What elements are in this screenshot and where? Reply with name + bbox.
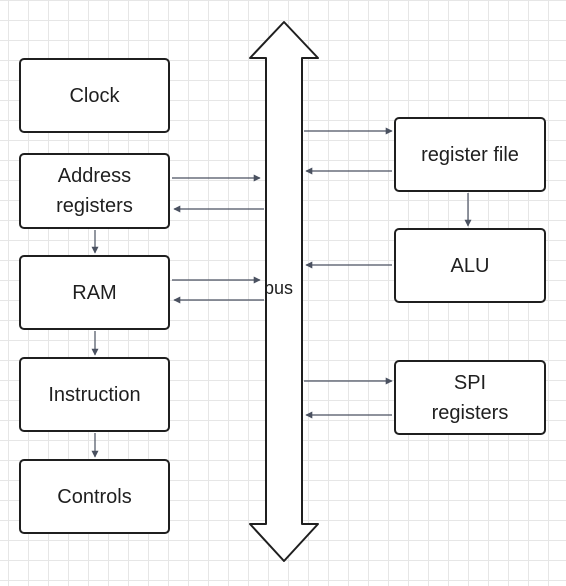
- block-address-registers: Address registers: [19, 153, 170, 229]
- block-register-file-label: register file: [421, 143, 519, 166]
- block-alu-label: ALU: [450, 254, 490, 277]
- bus-label: bus: [264, 278, 294, 298]
- block-instruction: Instruction: [19, 357, 170, 432]
- block-instruction-label: Instruction: [48, 383, 141, 406]
- bus-double-arrow: [249, 21, 319, 562]
- block-controls-label: Controls: [57, 485, 132, 508]
- block-spi-registers-label-line2: registers: [431, 401, 509, 424]
- block-register-file: register file: [394, 117, 546, 192]
- block-controls: Controls: [19, 459, 170, 534]
- block-clock: Clock: [19, 58, 170, 133]
- block-address-registers-label-line2: registers: [56, 195, 133, 217]
- block-ram: RAM: [19, 255, 170, 330]
- block-clock-label: Clock: [69, 84, 120, 107]
- block-address-registers-label-line1: Address: [57, 165, 132, 187]
- block-spi-registers-label-line1: SPI: [453, 371, 487, 394]
- block-spi-registers: SPI registers: [394, 360, 546, 435]
- block-alu: ALU: [394, 228, 546, 303]
- block-ram-label: RAM: [72, 281, 117, 304]
